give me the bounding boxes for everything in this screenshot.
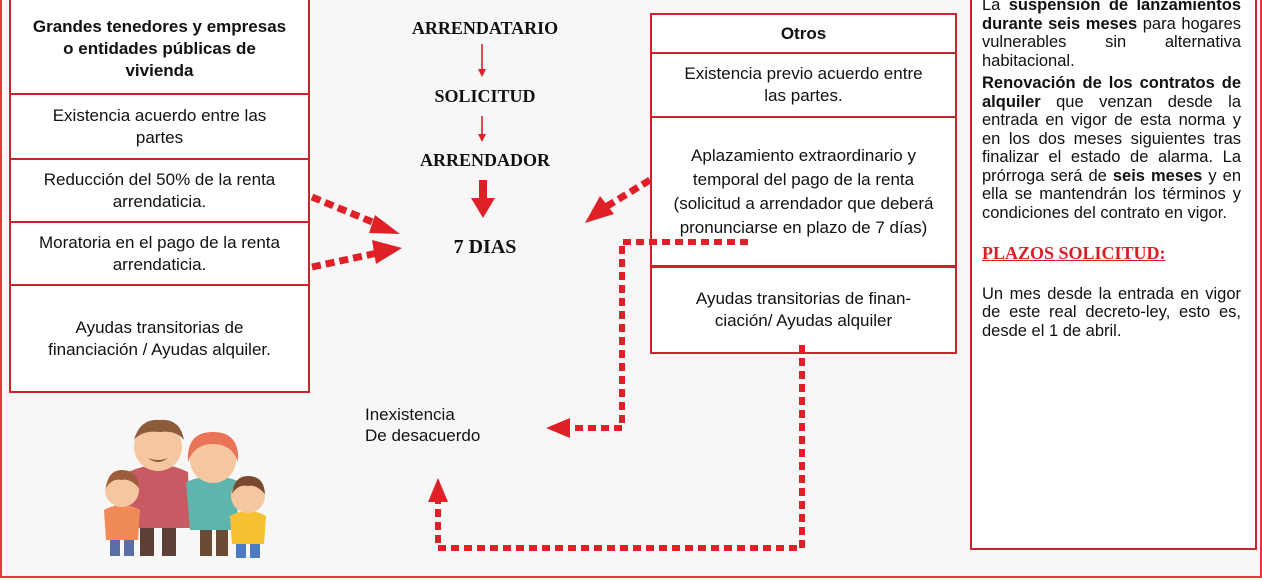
moratorium-row: Moratoria en el pago de la renta arrenda… (11, 223, 308, 286)
flow-seven-days: 7 DIAS (453, 236, 517, 258)
dotted-path-to-no-agreement (546, 239, 748, 438)
aid-text: Ayudas transitorias de finan-ciación/ Ay… (695, 289, 912, 330)
dotted-arrow-deferral (585, 177, 652, 223)
dotted-path-aid-loop (428, 345, 805, 551)
flow-request: SOLICITUD (434, 86, 536, 106)
no-agreement-label: Inexistencia De desacuerdo (365, 404, 480, 446)
aid-box: Ayudas transitorias de finan-ciación/ Ay… (650, 266, 957, 354)
dotted-arrow-moratorium (311, 240, 402, 271)
dotted-arrow-reduction (310, 193, 400, 234)
prior-agreement-row: Existencia previo acuerdo entre las part… (652, 54, 955, 118)
request-deadlines-title: PLAZOS SOLICITUD: (982, 243, 1166, 263)
large-holders-box: Grandes tenedores y empresas o entidades… (9, 0, 310, 393)
deferral-row: Aplazamiento extraordinario y temporal d… (673, 145, 934, 237)
thin-arrow-2 (478, 116, 486, 142)
rent-reduction-row: Reducción del 50% de la renta arrendatic… (11, 160, 308, 223)
no-agreement-line2: De desacuerdo (365, 426, 481, 445)
flow-landlord: ARRENDADOR (420, 150, 550, 170)
transitional-aid-row: Ayudas transitorias de financiación / Ay… (48, 317, 271, 359)
large-holders-header: Grandes tenedores y empresas o entidades… (11, 0, 308, 95)
thin-arrow-1 (478, 44, 486, 77)
info-panel: La suspensión de lanzamientos durante se… (970, 0, 1257, 550)
family-illustration (104, 419, 266, 558)
others-header: Otros (652, 15, 955, 54)
others-box: Otros Existencia previo acuerdo entre la… (650, 13, 957, 267)
agreement-row: Existencia acuerdo entre las partes (11, 95, 308, 160)
eviction-suspension-text: La suspensión de lanzamientos durante se… (982, 0, 1241, 70)
thick-arrow-down (471, 180, 495, 218)
no-agreement-line1: Inexistencia (365, 405, 455, 424)
request-deadline-text: Un mes desde la entrada en vigor de este… (982, 284, 1241, 340)
flow-tenant: ARRENDATARIO (411, 18, 559, 38)
contract-renewal-text: Renovación de los contratos de alquiler … (982, 74, 1242, 222)
